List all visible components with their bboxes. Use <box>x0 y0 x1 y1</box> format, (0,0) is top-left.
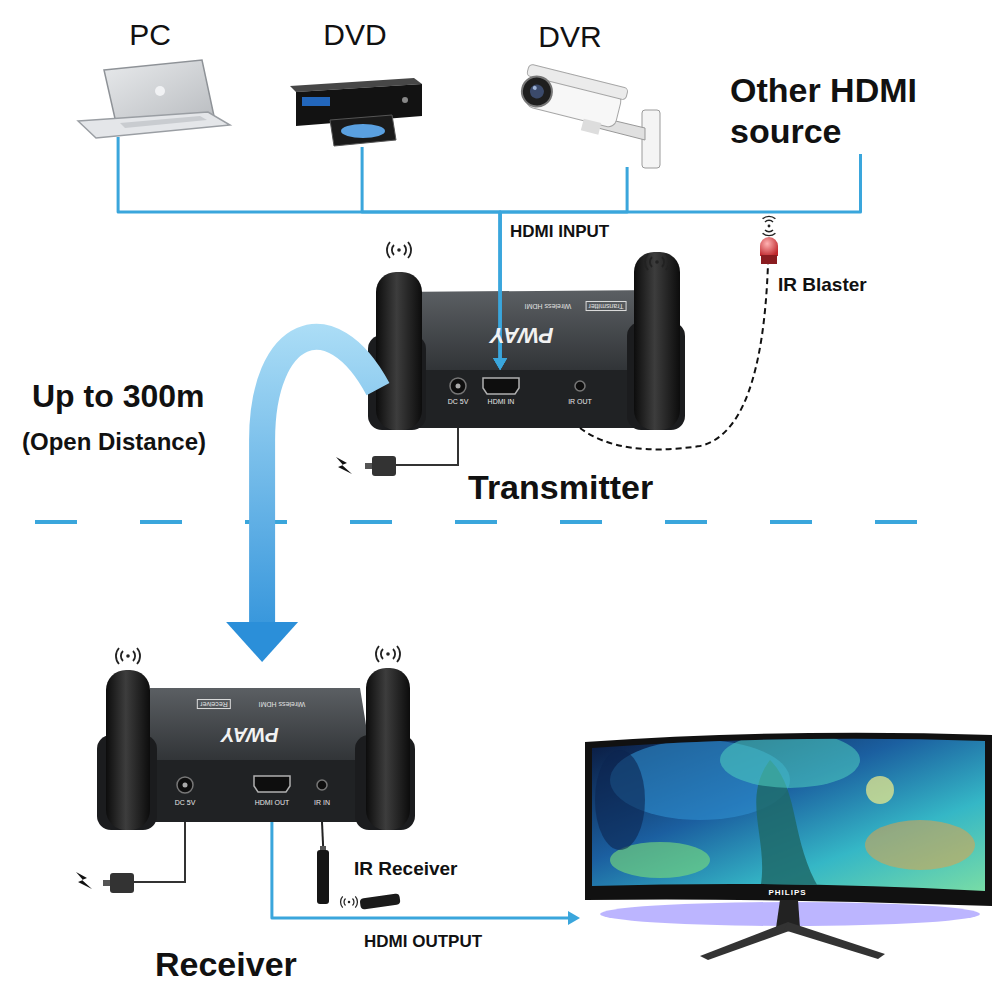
arrow-head <box>493 358 507 370</box>
dvr-camera-icon <box>516 64 660 168</box>
arrow-head <box>568 911 580 925</box>
node-label: DVD <box>280 18 430 53</box>
monitor-icon <box>585 732 992 960</box>
hdmi-cable-line <box>500 154 860 358</box>
arrow-head <box>493 358 507 370</box>
ir-blaster-icon <box>760 216 778 264</box>
port-label: HDMI IN <box>488 398 515 406</box>
hdmi-cable-line <box>362 147 500 358</box>
node-label: Transmitter <box>468 468 765 507</box>
hdmi-output-cable <box>272 822 580 925</box>
ir-blaster: IR Blaster <box>755 222 880 264</box>
node-label: PC <box>75 18 225 53</box>
arrow-head <box>226 622 298 662</box>
node-label: DVR <box>495 20 645 55</box>
node-label: IR Receiver <box>354 858 519 880</box>
port-label: DC 5V <box>175 799 196 807</box>
arrow-head <box>493 358 507 370</box>
receiver-device <box>97 646 415 830</box>
distance-label: Up to 300m <box>30 378 206 415</box>
power-adapter <box>336 428 458 476</box>
separator-line <box>35 520 965 524</box>
pc-source: PC <box>75 18 225 137</box>
hdmi-source: Other HDMI source <box>725 70 970 154</box>
distance-note: (Open Distance) <box>22 428 206 456</box>
laptop-icon <box>78 60 230 138</box>
ir-blaster-cable <box>580 264 768 449</box>
node-label: Other HDMI source <box>730 70 975 152</box>
brand-logo: PWAY <box>221 723 278 746</box>
signal-label: HDMI INPUT <box>510 222 609 242</box>
transmitter-device <box>368 242 685 430</box>
node-label: PHILIPS <box>580 888 995 897</box>
port-label: HDMI OUT <box>255 799 290 807</box>
ir-receiver-cable-line <box>322 822 323 846</box>
ir-receiver: IR Receiver <box>312 846 477 910</box>
wireless-link-arrow-line <box>262 337 378 622</box>
arrow-head <box>493 358 507 370</box>
node-label: IR Blaster <box>778 274 903 296</box>
wireless-link-arrow <box>226 337 378 662</box>
dvd-source: DVD <box>280 18 430 147</box>
device-caption: Wireless HDMI <box>525 302 572 310</box>
device-caption: Wireless HDMI <box>259 700 306 708</box>
ir-receiver-cable <box>322 822 323 846</box>
hdmi-cable <box>362 147 507 370</box>
transmitter-panel: Transmitter <box>378 370 675 428</box>
brand-logo: PWAY <box>490 322 553 347</box>
device-caption: Transmitter <box>585 301 626 311</box>
device-caption: Receiver <box>197 699 231 709</box>
dvd-player-icon <box>290 78 422 146</box>
ir-blaster-cable-line <box>580 264 768 449</box>
power-adapter <box>76 822 185 893</box>
signal-label: HDMI OUTPUT <box>362 932 484 952</box>
hdmi-output-cable-line <box>272 822 568 918</box>
dvr-source: DVR <box>515 20 665 167</box>
port-label: DC 5V <box>448 398 469 406</box>
port-label: IR IN <box>314 799 330 807</box>
monitor-display: PHILIPS <box>580 735 995 962</box>
port-label: IR OUT <box>568 398 592 406</box>
